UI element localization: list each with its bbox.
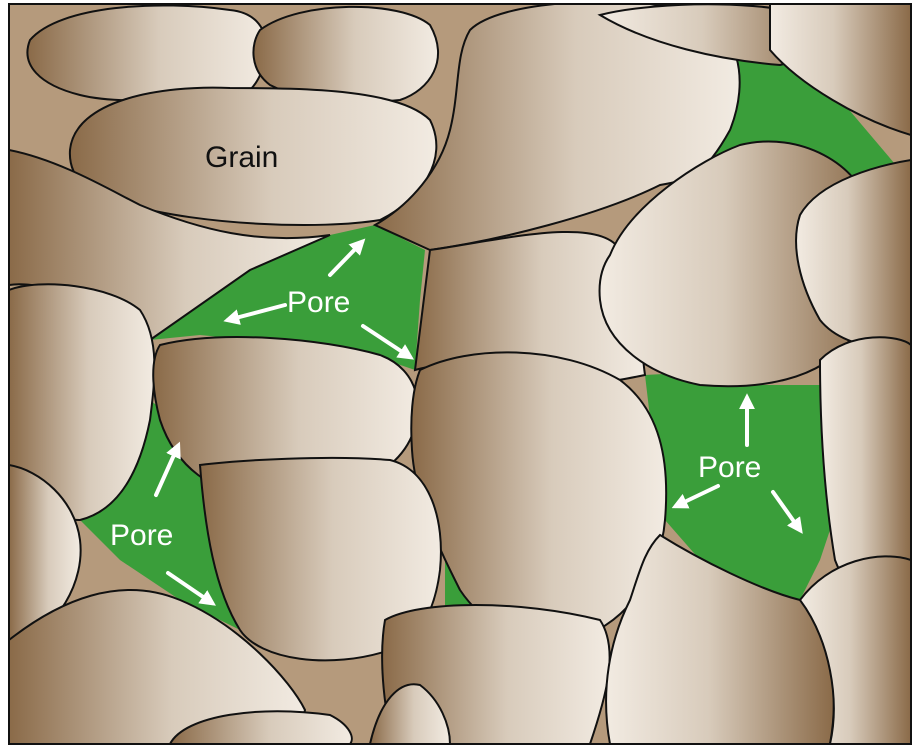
grain-label: Grain xyxy=(205,141,278,174)
grain-top-left xyxy=(27,5,266,100)
pore-label-left: Pore xyxy=(110,519,173,552)
pore-label-right: Pore xyxy=(698,451,761,484)
pore-label-upper: Pore xyxy=(287,286,350,319)
